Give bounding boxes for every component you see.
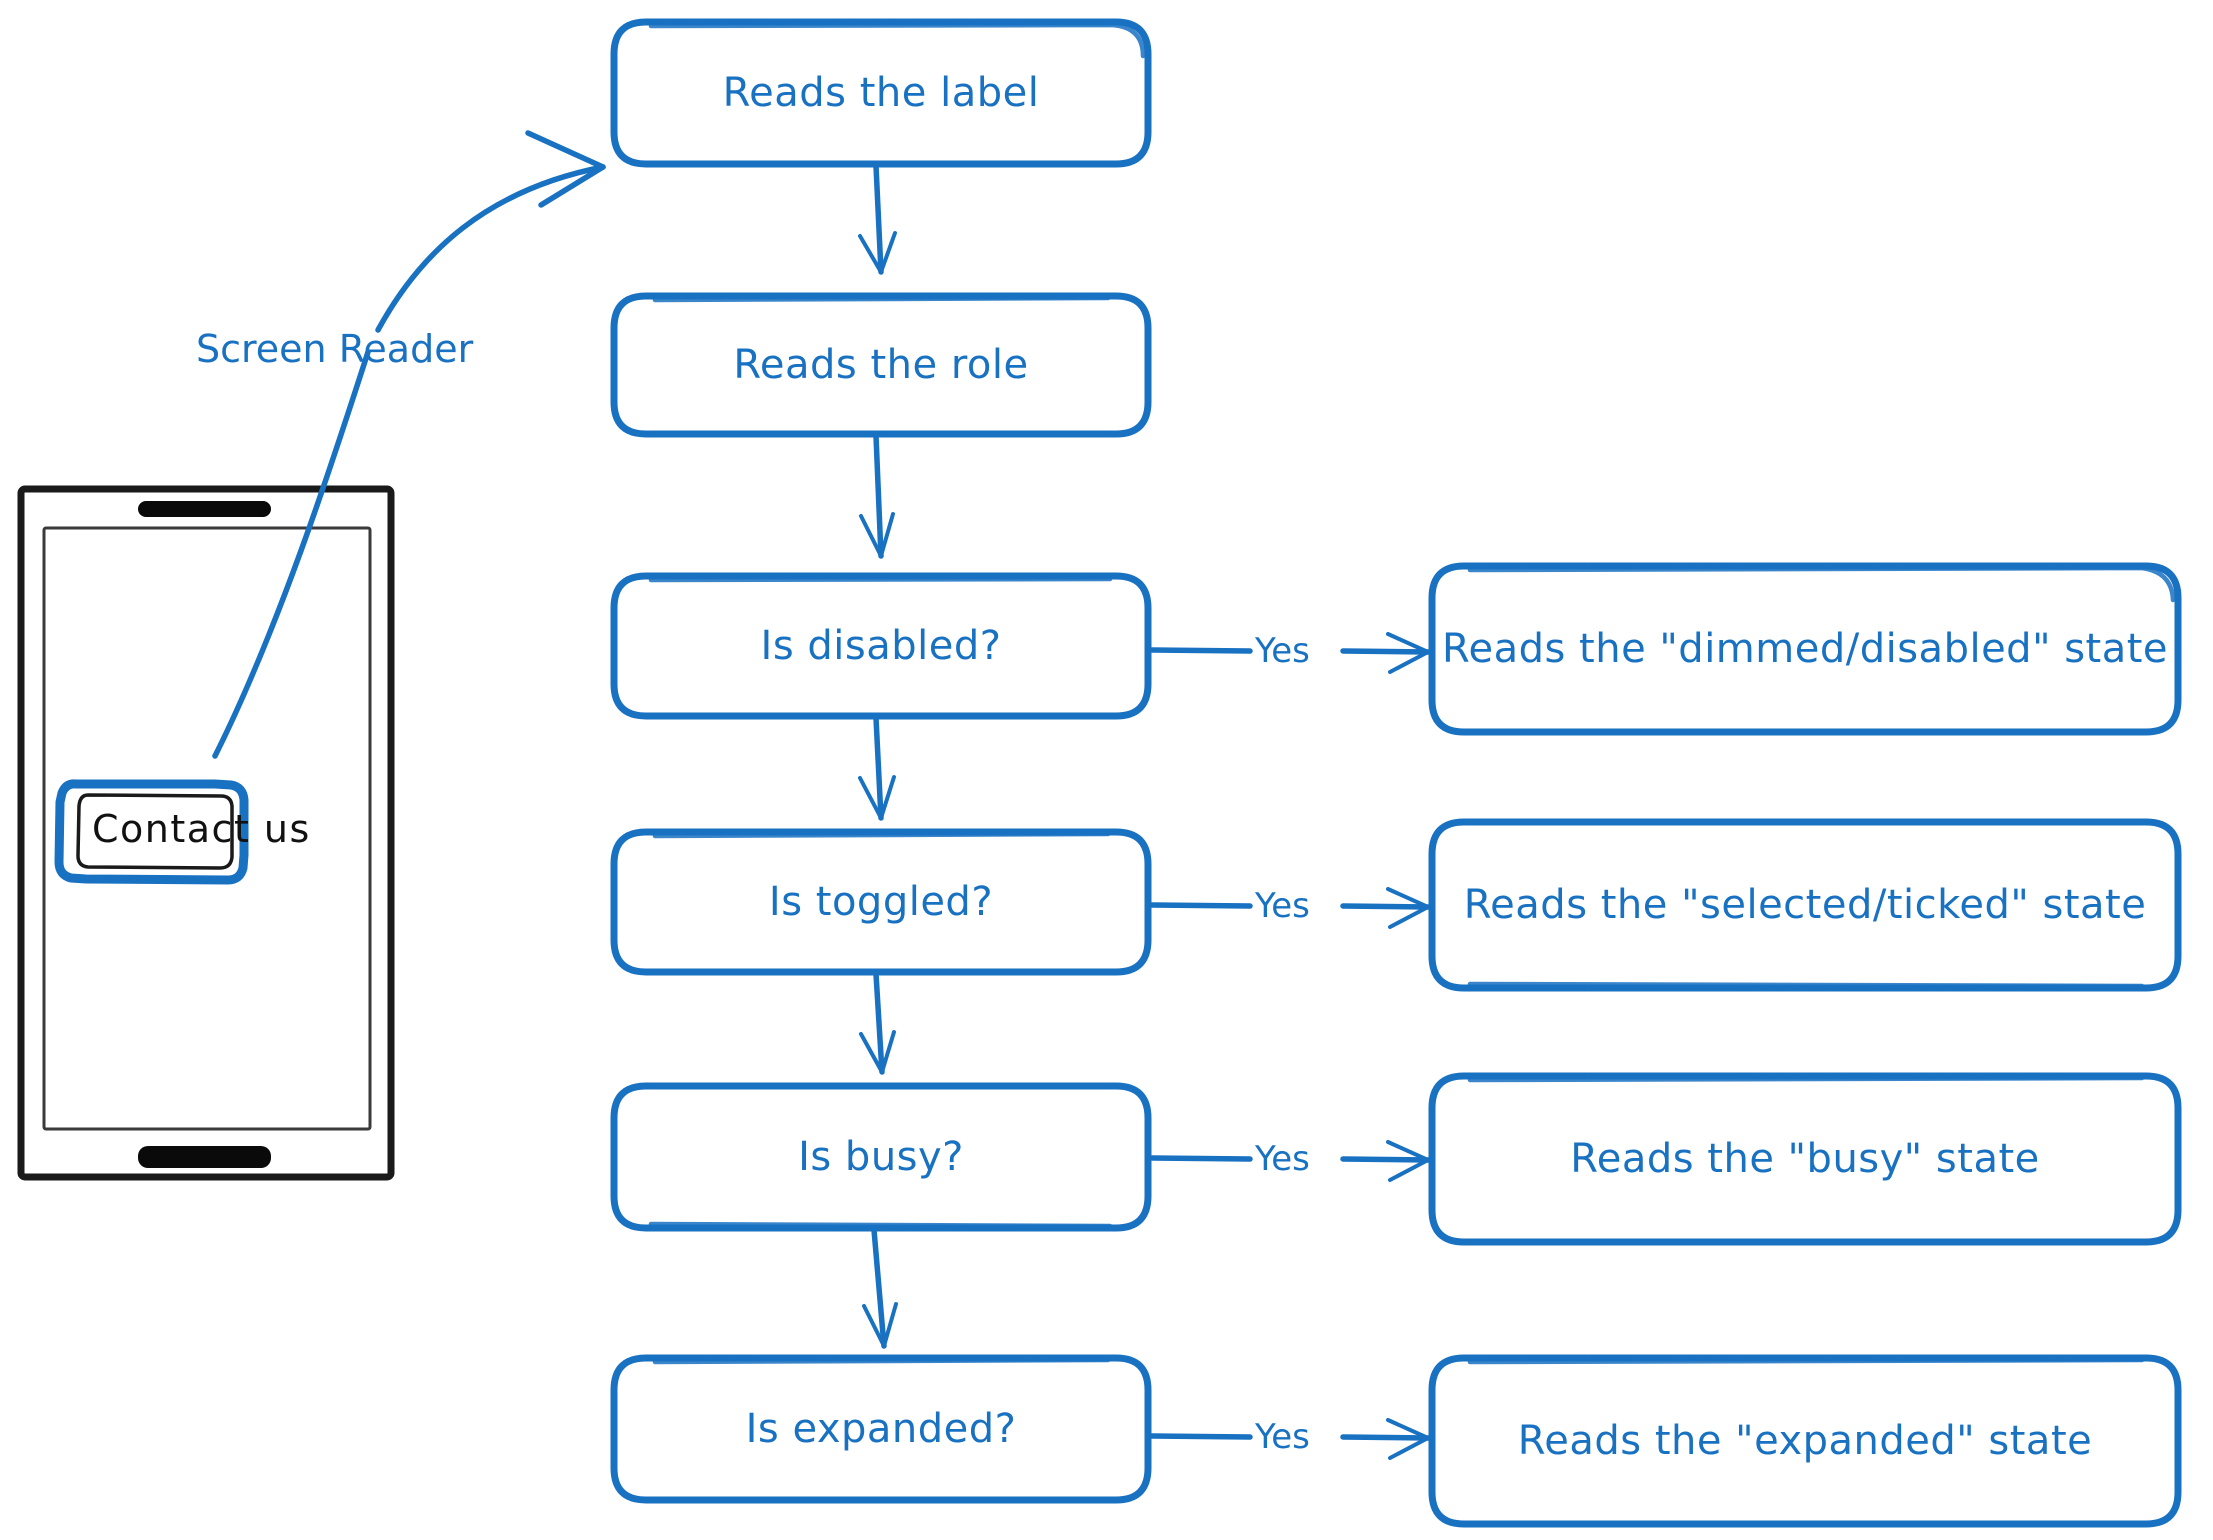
node-out-expanded-shape <box>1428 1354 2182 1528</box>
node-reads-label-shape <box>610 18 1152 168</box>
edge-label-to-role <box>858 163 897 275</box>
node-is-disabled-shape <box>610 572 1152 720</box>
edge-disabled-to-toggled <box>858 715 896 821</box>
edge-label-expanded-yes: Yes <box>1255 1417 1310 1457</box>
edge-role-to-disabled <box>859 433 895 559</box>
phone-mockup-vector <box>17 485 395 1181</box>
node-out-disabled-shape <box>1428 562 2182 736</box>
edge-label-busy-yes: Yes <box>1255 1139 1310 1179</box>
node-is-toggled-shape <box>610 828 1152 976</box>
screen-reader-annotation-label: Screen Reader <box>196 327 474 371</box>
phone-contact-us-button-label[interactable]: Contact us <box>92 807 311 851</box>
edge-busy-to-expanded <box>862 1227 898 1349</box>
edge-busy-yes <box>1149 1140 1431 1182</box>
node-out-busy-shape <box>1428 1072 2182 1246</box>
node-is-busy-shape <box>610 1082 1152 1232</box>
edge-label-disabled-yes: Yes <box>1255 631 1310 671</box>
node-is-expanded-shape <box>610 1354 1152 1504</box>
screen-reader-arrow <box>212 130 606 759</box>
edge-label-toggled-yes: Yes <box>1255 886 1310 926</box>
edge-disabled-yes <box>1149 632 1431 674</box>
edge-expanded-yes <box>1149 1418 1431 1460</box>
node-out-toggled-shape <box>1428 818 2182 992</box>
edge-toggled-yes <box>1149 887 1431 929</box>
node-reads-role-shape <box>610 292 1152 438</box>
edge-toggled-to-busy <box>859 971 896 1075</box>
